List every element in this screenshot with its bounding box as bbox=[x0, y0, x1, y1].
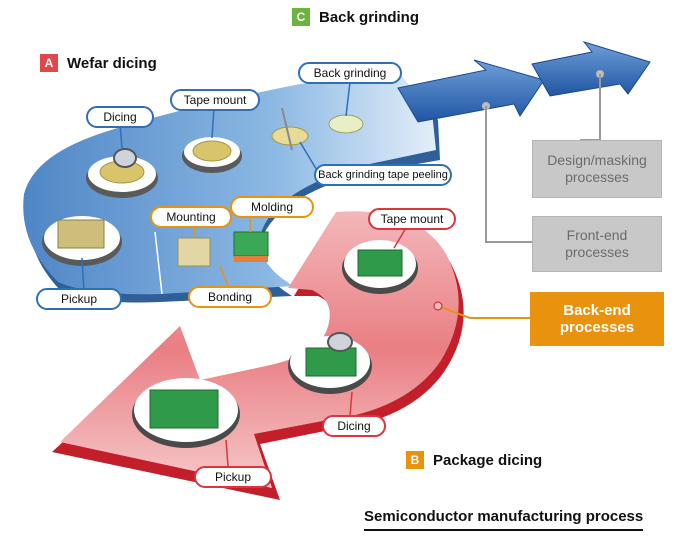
label-wafer-tape-mount: Tape mount bbox=[170, 89, 260, 111]
leader-line bbox=[219, 265, 229, 287]
section-header-b: B Package dicing bbox=[406, 451, 542, 469]
leader-line bbox=[211, 107, 215, 139]
dicing-blade bbox=[113, 148, 137, 168]
section-header-a: A Wefar dicing bbox=[40, 54, 157, 72]
diagram-title: Semiconductor manufacturing process bbox=[364, 508, 644, 531]
label-package-tape-mount: Tape mount bbox=[368, 208, 456, 230]
label-bonding: Bonding bbox=[188, 286, 272, 308]
section-label-b: Package dicing bbox=[433, 451, 543, 469]
blue-arrow-front-end bbox=[397, 59, 545, 123]
label-wafer-pickup: Pickup bbox=[36, 288, 122, 310]
leader-line bbox=[345, 81, 351, 117]
mounted-chips bbox=[177, 237, 211, 267]
label-molding: Molding bbox=[230, 196, 314, 218]
dicing-blade bbox=[327, 332, 353, 352]
section-label-a: Wefar dicing bbox=[67, 54, 157, 72]
picked-packages bbox=[149, 389, 219, 429]
section-badge-c: C bbox=[292, 8, 310, 26]
connector-front-end bbox=[485, 106, 534, 243]
path-divider bbox=[282, 221, 291, 285]
label-wafer-dicing: Dicing bbox=[86, 106, 154, 128]
leader-line bbox=[81, 257, 85, 293]
package-grid bbox=[357, 249, 403, 277]
blue-arrow-design bbox=[531, 41, 651, 97]
wafer bbox=[328, 114, 364, 134]
leader-line bbox=[119, 123, 123, 149]
leader-line bbox=[225, 439, 229, 467]
molded-package-base bbox=[234, 256, 268, 262]
leader-line bbox=[349, 391, 353, 417]
section-label-c: Back grinding bbox=[319, 8, 420, 26]
peel-tool bbox=[281, 107, 293, 151]
wafer bbox=[192, 140, 232, 162]
section-header-c: C Back grinding bbox=[292, 8, 419, 26]
label-package-dicing: Dicing bbox=[322, 415, 386, 437]
front-end-box: Front-end processes bbox=[532, 216, 662, 272]
molded-package bbox=[233, 231, 269, 257]
leader-line bbox=[393, 227, 407, 249]
section-badge-b: B bbox=[406, 451, 424, 469]
connector-dot bbox=[433, 301, 443, 311]
section-badge-a: A bbox=[40, 54, 58, 72]
label-back-grinding: Back grinding bbox=[298, 62, 402, 84]
label-package-pickup: Pickup bbox=[194, 466, 272, 488]
design-masking-box: Design/masking processes bbox=[532, 140, 662, 198]
label-tape-peeling: Back grinding tape peeling bbox=[314, 164, 452, 186]
connector-back-end bbox=[437, 305, 530, 319]
picked-dies bbox=[57, 219, 105, 249]
path-divider bbox=[154, 231, 163, 295]
package-grid-diced bbox=[305, 347, 357, 377]
label-mounting: Mounting bbox=[150, 206, 232, 228]
back-end-box: Back-end processes bbox=[530, 292, 664, 346]
leader-line bbox=[299, 141, 319, 173]
